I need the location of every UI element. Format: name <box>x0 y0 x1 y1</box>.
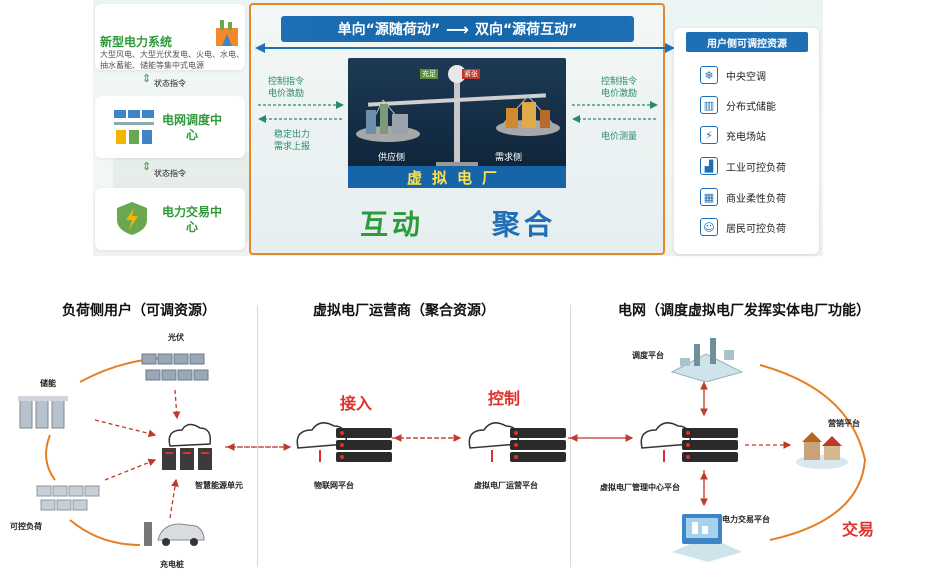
section-divider-1 <box>257 305 258 567</box>
arrow-to-resources <box>572 101 658 109</box>
resource-item: ⚡ 充电场站 <box>700 126 766 144</box>
iot-platform-icon <box>290 418 394 468</box>
resource-label: 充电场站 <box>726 131 766 143</box>
label-stable-output: 稳定出力 <box>274 130 311 140</box>
vpp-ops-platform-label: 虚拟电厂运营平台 <box>474 481 538 490</box>
banner-part-two: 双向“源荷互动” <box>474 22 578 38</box>
resource-item: ☺ 居民可控负荷 <box>700 218 786 236</box>
trading-platform-label: 电力交易平台 <box>722 515 770 524</box>
transition-banner: 单向“源随荷动” ⟶ 双向“源荷互动” <box>281 16 634 42</box>
resource-label: 工业可控负荷 <box>726 162 786 174</box>
smart-energy-unit-icon <box>156 418 218 476</box>
dispatch-screens-icon <box>112 108 156 146</box>
label-control-command-right: 控制指令 <box>601 77 638 87</box>
resource-label: 居民可控负荷 <box>726 223 786 235</box>
label-control-command-left: 控制指令 <box>268 77 305 87</box>
trading-center-title: 电力交易中心 <box>162 205 223 234</box>
status-command-label-2: 状态指令 <box>154 169 186 178</box>
new-power-system-title: 新型电力系统 <box>100 35 173 49</box>
operator-title: 虚拟电厂运营商（聚合资源） <box>313 303 495 319</box>
new-power-system-desc: 大型风电、大型光伏发电、火电、水电、抽水蓄能、储能等集中式电源 <box>100 50 244 70</box>
virtual-power-plant-bar: 虚拟电厂 <box>348 166 566 188</box>
resource-item: ❄ 中央空调 <box>700 66 766 84</box>
balance-scale-illustration <box>348 58 566 184</box>
supply-side-label: 供应侧 <box>378 153 406 163</box>
vpp-mgmt-platform-label: 虚拟电厂管理中心平台 <box>600 483 680 492</box>
controllable-load-icon <box>35 480 105 518</box>
access-label: 接入 <box>340 394 373 413</box>
energy-storage-icon <box>16 392 74 432</box>
vpp-ops-platform-icon <box>462 418 568 468</box>
charging-station-icon: ⚡ <box>700 126 718 144</box>
banner-part-one: 单向“源随荷动” <box>337 22 441 38</box>
power-plant-icon <box>214 18 240 48</box>
iot-platform-label: 物联网平台 <box>314 481 354 490</box>
dispatch-platform-icon <box>666 334 748 383</box>
user-side-resources-card <box>674 28 819 254</box>
user-side-resources-title: 用户侧可调控资源 <box>686 32 808 52</box>
bottom-connectors <box>45 357 867 546</box>
label-price-incentive-right: 电价激励 <box>601 89 638 99</box>
arrow-from-resources <box>572 115 658 123</box>
resource-label: 商业柔性负荷 <box>726 193 786 205</box>
resource-item: ▥ 分布式储能 <box>700 96 776 114</box>
bidirectional-arrow <box>255 43 675 53</box>
demand-side-label: 需求侧 <box>495 153 523 163</box>
dispatch-center-card <box>95 96 245 158</box>
ev-charging-icon <box>140 512 210 550</box>
resource-label: 分布式储能 <box>726 101 776 113</box>
solar-panels-icon <box>140 350 210 388</box>
updown-arrow-icon-2: ⇕ <box>142 160 152 173</box>
trading-shield-icon <box>113 200 151 236</box>
charging-pile-label: 充电桩 <box>160 560 184 569</box>
tag-tight: 紧张 <box>462 69 480 79</box>
snowflake-icon: ❄ <box>700 66 718 84</box>
marketing-platform-icon <box>794 424 850 470</box>
arrow-from-vpp-left <box>258 115 344 123</box>
battery-storage-icon: ▥ <box>700 96 718 114</box>
smart-energy-unit-label: 智慧能源单元 <box>195 481 243 490</box>
residents-icon: ☺ <box>700 218 718 236</box>
status-command-label-1: 状态指令 <box>154 79 186 88</box>
pv-label: 光伏 <box>168 333 184 342</box>
dispatch-platform-label: 调度平台 <box>632 351 664 360</box>
marketing-platform-label: 营销平台 <box>828 419 860 428</box>
controllable-load-label: 可控负荷 <box>10 522 42 531</box>
vpp-mgmt-platform-icon <box>634 418 740 468</box>
label-price-incentive-left: 电价激励 <box>268 89 305 99</box>
dispatch-center-title: 电网调度中心 <box>162 113 223 142</box>
interact-word: 互动 <box>360 208 425 241</box>
control-label: 控制 <box>488 389 521 408</box>
updown-arrow-icon-1: ⇕ <box>142 72 152 85</box>
factory-icon: ▟ <box>700 157 718 175</box>
resource-label: 中央空调 <box>726 71 766 83</box>
label-price-measurement: 电价测量 <box>601 132 638 142</box>
load-side-title: 负荷侧用户（可调资源） <box>62 303 216 319</box>
storage-label: 储能 <box>40 379 56 388</box>
trade-label: 交易 <box>842 520 875 539</box>
label-demand-report: 需求上报 <box>274 142 311 152</box>
right-arrow-icon: ⟶ <box>446 19 469 39</box>
arrow-to-vpp-left <box>258 101 344 109</box>
trading-platform-icon <box>668 510 744 562</box>
tag-sufficient: 充足 <box>420 69 438 79</box>
grid-title: 电网（调度虚拟电厂发挥实体电厂功能） <box>618 303 870 319</box>
commercial-building-icon: ▦ <box>700 188 718 206</box>
aggregate-word: 聚合 <box>492 208 557 241</box>
resource-item: ▟ 工业可控负荷 <box>700 157 786 175</box>
resource-item: ▦ 商业柔性负荷 <box>700 188 786 206</box>
